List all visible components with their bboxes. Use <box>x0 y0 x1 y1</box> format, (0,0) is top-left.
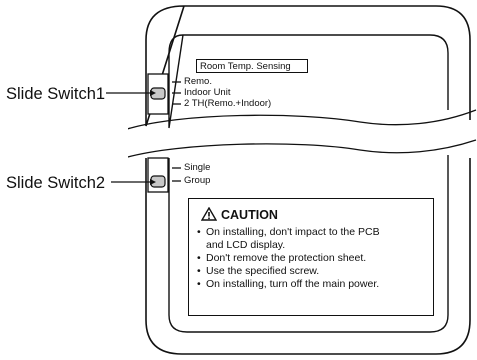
caution-item: Don't remove the protection sheet. <box>197 252 380 265</box>
slide-switch1-label: Slide Switch1 <box>6 85 106 103</box>
device-outer-frame <box>145 5 471 355</box>
caution-item: On installing, turn off the main power. <box>197 278 380 291</box>
caution-item: and LCD display. <box>206 239 286 251</box>
caution-title: CAUTION <box>221 208 278 222</box>
caution-item: Use the specified screw. <box>197 265 380 278</box>
option-indoor-unit: Indoor Unit <box>184 87 231 98</box>
room-temp-sensing-header: Room Temp. Sensing <box>196 59 308 73</box>
warning-triangle-icon <box>200 206 218 224</box>
break-line-bottom <box>123 139 477 159</box>
caution-panel: CAUTION On installing, don't impact to t… <box>188 198 434 316</box>
pcb-panel <box>168 34 449 333</box>
caution-item: On installing, don't impact to the PCB <box>197 226 380 239</box>
caution-heading: CAUTION <box>200 206 278 224</box>
option-2th-remo-indoor: 2 TH(Remo.+Indoor) <box>184 98 272 109</box>
caution-list: On installing, don't impact to the PCB a… <box>197 226 380 291</box>
break-line-top <box>123 109 477 131</box>
option-group: Group <box>184 175 211 186</box>
slide-switch2-label: Slide Switch2 <box>6 174 106 192</box>
option-single: Single <box>184 162 211 173</box>
option-remo: Remo. <box>184 76 212 87</box>
